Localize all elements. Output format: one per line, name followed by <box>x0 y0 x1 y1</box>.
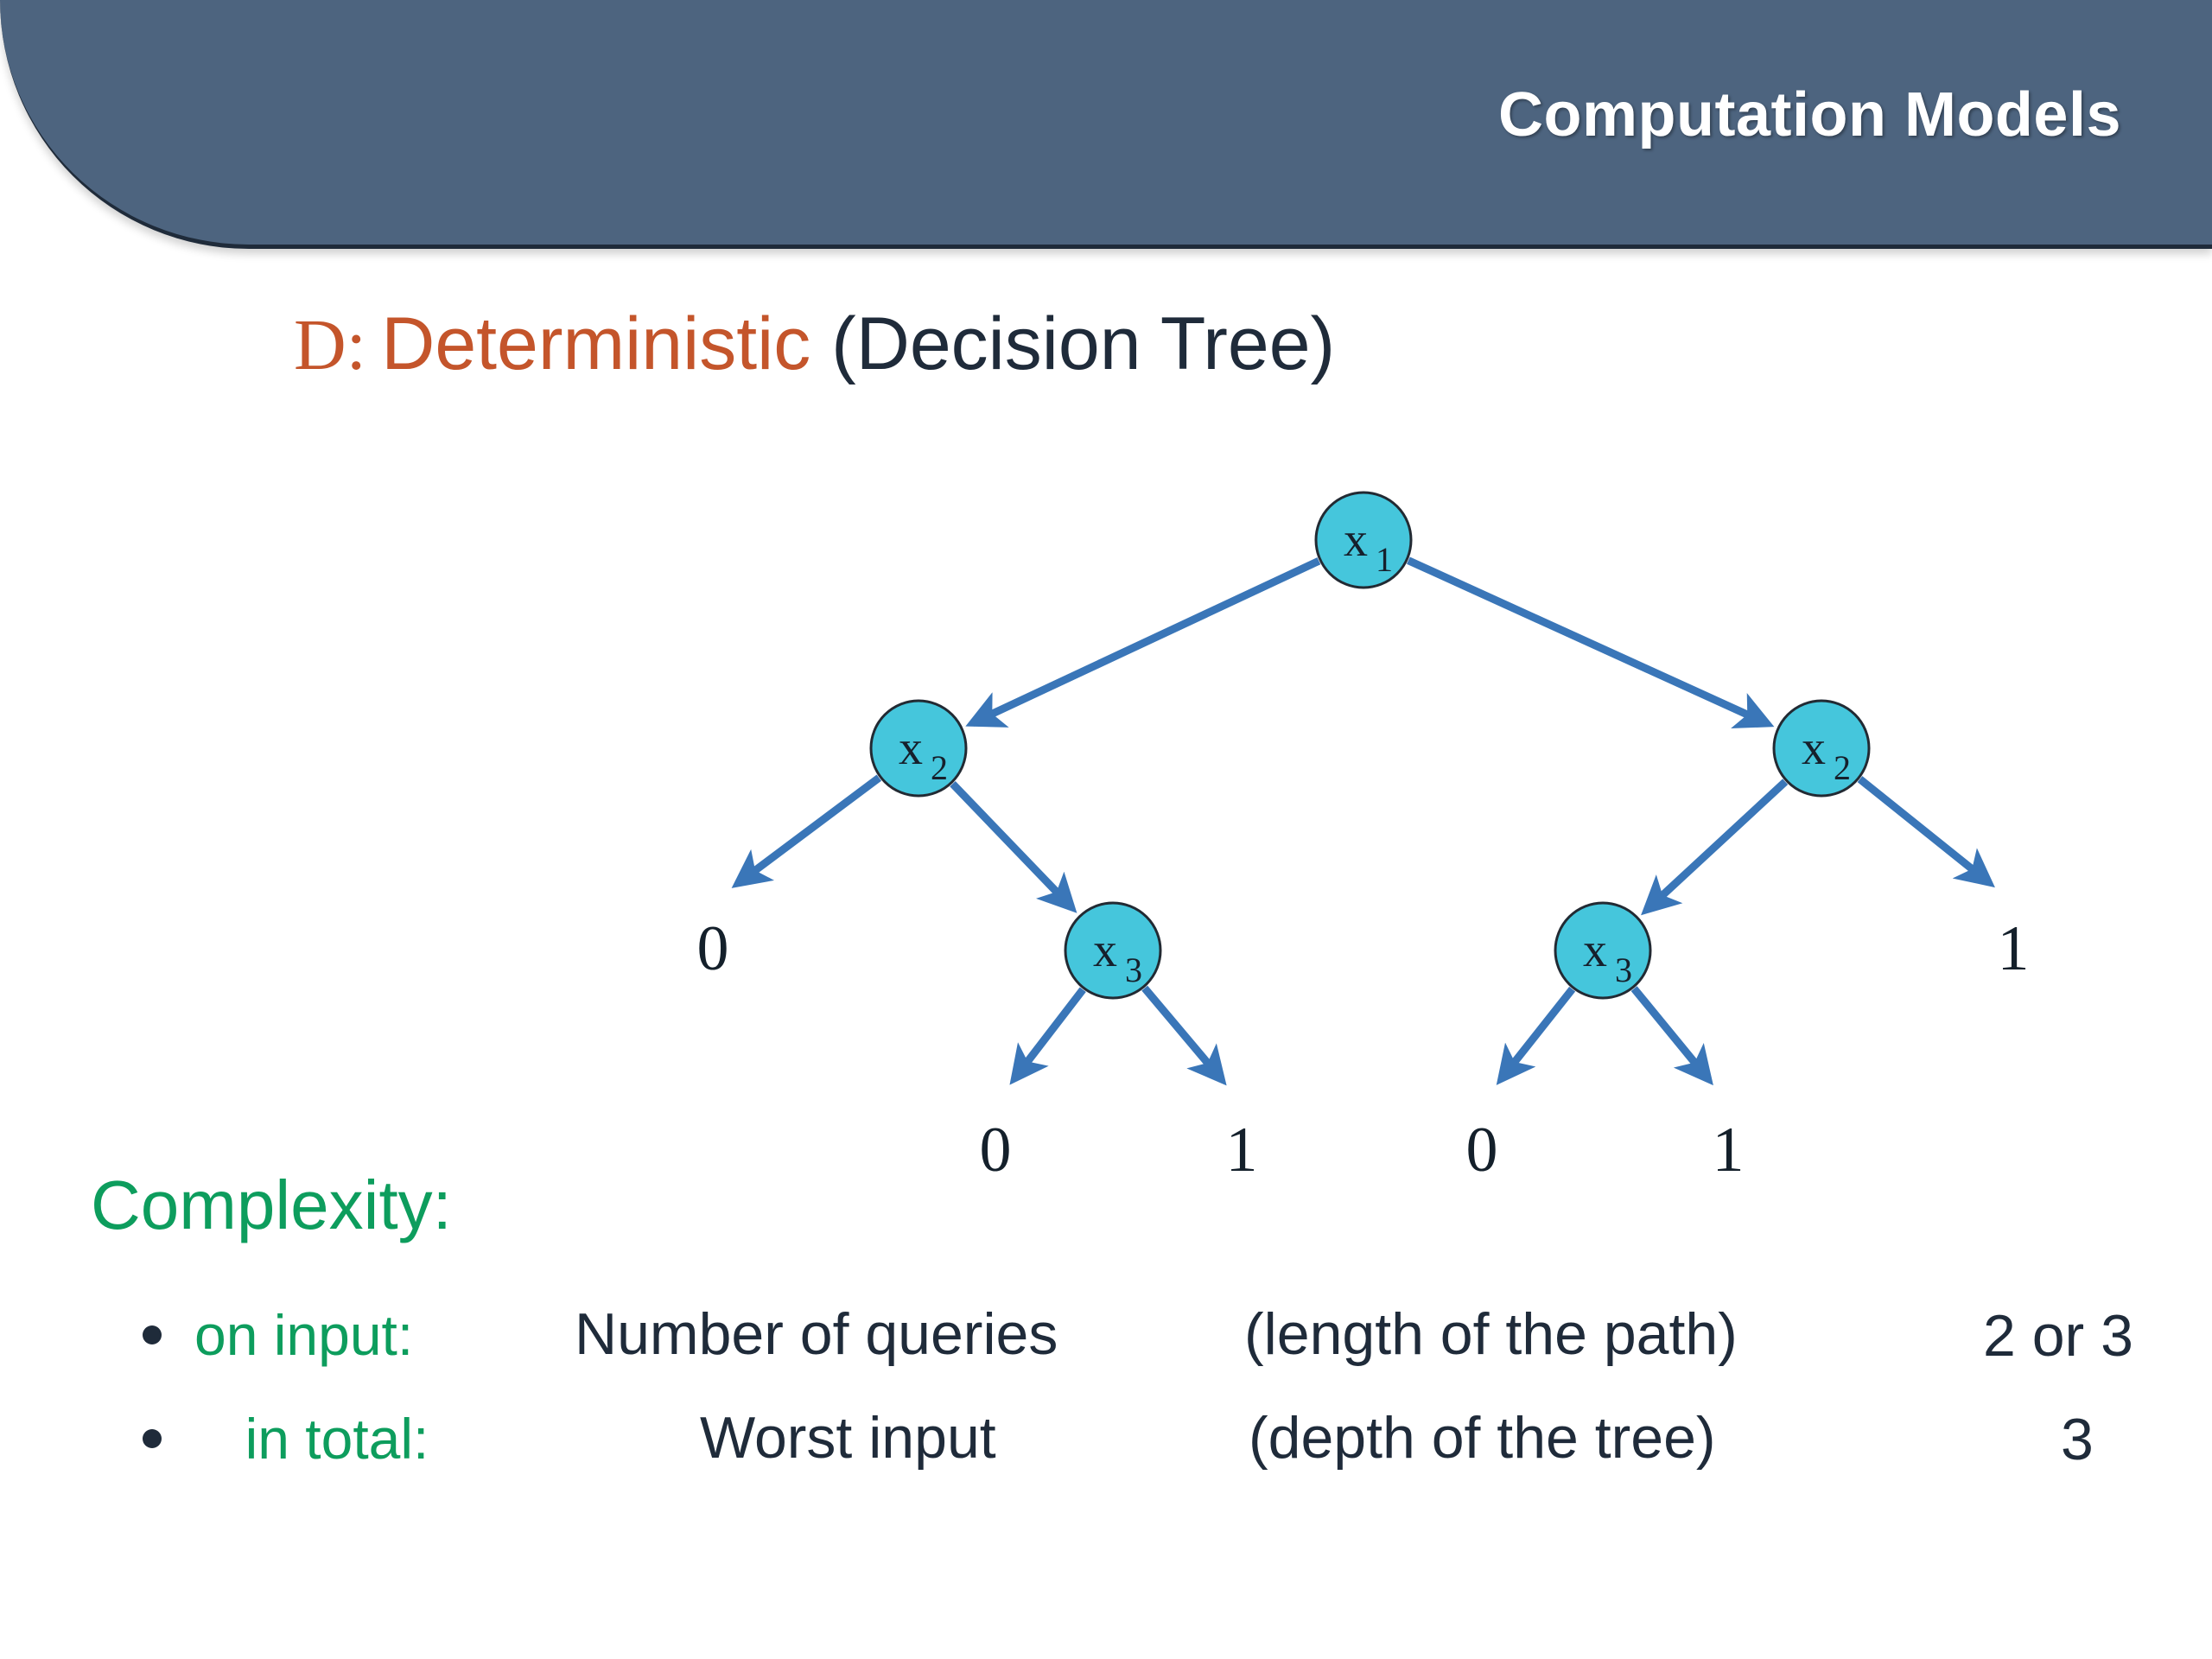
complexity-paren-in-total: (depth of the tree) <box>1249 1405 1716 1471</box>
tree-edge <box>965 557 1321 728</box>
tree-leaf-0: 0 <box>1466 1115 1498 1185</box>
tree-node-label: x <box>1802 721 1826 775</box>
tree-node-subscript: 2 <box>1834 748 1851 787</box>
heading-emphasis: Deterministic <box>381 302 811 385</box>
complexity-paren-on-input: (length of the path) <box>1244 1301 1738 1367</box>
complexity-value-in-total: 3 <box>2061 1407 2094 1472</box>
header-bar: Computation Models <box>0 0 2212 249</box>
complexity-row-on-input: on input: <box>143 1292 480 1378</box>
complexity-key-on-input: on input: <box>194 1303 414 1367</box>
tree-node-label: x <box>1093 924 1117 977</box>
complexity-row-in-total: in total: <box>143 1395 480 1482</box>
tree-leaf-1: 1 <box>1713 1115 1745 1185</box>
heading-prefix: D: <box>294 305 366 385</box>
tree-edge <box>1857 776 1995 888</box>
tree-edge <box>1009 987 1086 1085</box>
tree-node-circle <box>1772 699 1871 798</box>
tree-edge <box>950 780 1077 913</box>
tree-leaf-0: 0 <box>980 1115 1012 1185</box>
complexity-desc-on-input: Number of queries <box>575 1301 1058 1367</box>
complexity-value-on-input: 2 or 3 <box>1983 1303 2133 1369</box>
slide-heading: D: Deterministic (Decision Tree) <box>294 307 1335 382</box>
page-title: Computation Models <box>1498 80 2121 149</box>
tree-node-circle <box>1064 901 1162 1000</box>
tree-edges <box>731 556 1995 1086</box>
tree-node-label: x <box>899 721 923 775</box>
tree-edge <box>1496 986 1576 1085</box>
tree-leaves: 0 1 0 1 0 1 <box>697 913 2030 1185</box>
tree-node-label: x <box>1344 513 1368 567</box>
complexity-desc-in-total: Worst input <box>700 1405 996 1471</box>
tree-edge <box>1630 986 1713 1086</box>
tree-node-subscript: 2 <box>931 748 948 787</box>
tree-leaf-1: 1 <box>1998 913 2030 984</box>
tree-leaf-0: 0 <box>697 913 729 984</box>
tree-node-circle <box>1554 901 1652 1000</box>
tree-node-circle <box>1314 491 1413 589</box>
tree-node-label: x <box>1583 924 1607 977</box>
tree-edge <box>731 774 882 888</box>
tree-node-circle <box>869 699 968 798</box>
bullet-dot-icon <box>143 1429 162 1448</box>
complexity-title: Complexity: <box>91 1166 452 1243</box>
tree-leaf-1: 1 <box>1226 1115 1258 1185</box>
tree-node-subscript: 1 <box>1376 540 1393 579</box>
tree-edge <box>1141 985 1227 1086</box>
tree-node-subscript: 3 <box>1615 950 1632 989</box>
complexity-key-in-total: in total: <box>245 1407 429 1471</box>
heading-rest: (Decision Tree) <box>831 302 1336 385</box>
tree-edge <box>1641 779 1789 916</box>
tree-edge <box>1407 556 1775 729</box>
bullet-dot-icon <box>143 1325 162 1344</box>
tree-node-subscript: 3 <box>1125 950 1142 989</box>
